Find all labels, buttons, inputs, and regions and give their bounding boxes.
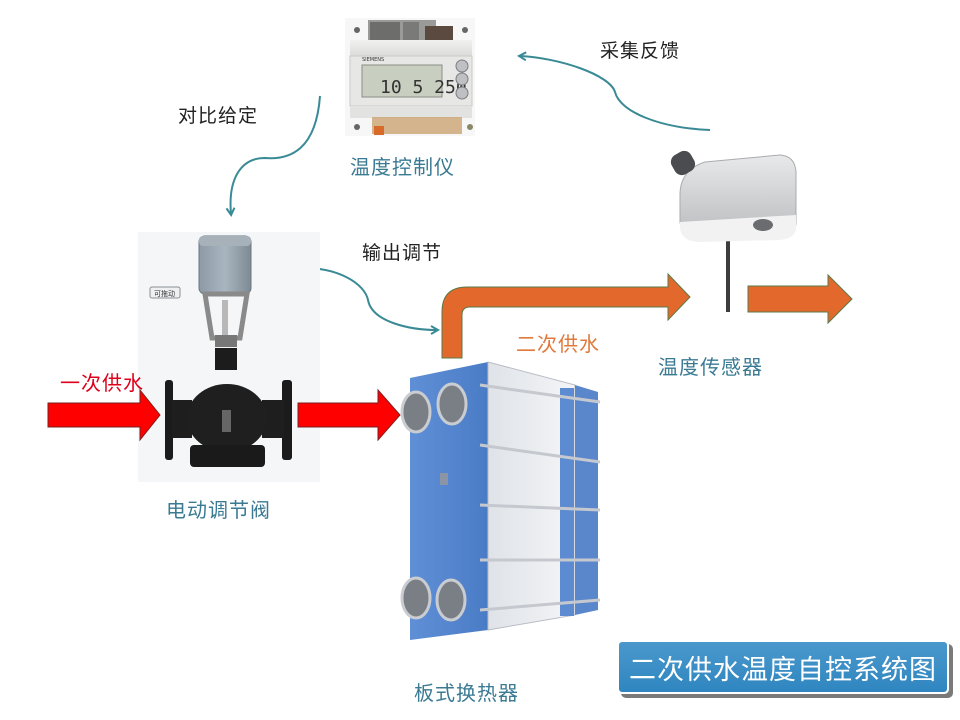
output-adjust-signal-line <box>289 266 437 330</box>
primary-supply-label: 一次供水 <box>60 371 144 395</box>
output-adjust-label: 输出调节 <box>362 242 443 264</box>
valve-tag: 可拖动 <box>154 289 175 298</box>
temperature-sensor-image <box>670 150 797 312</box>
secondary-supply-label: 二次供水 <box>516 332 600 356</box>
sensor-label: 温度传感器 <box>658 355 763 379</box>
controller-display-reading: 10 5 250 <box>380 77 467 98</box>
compare-setpoint-signal-line <box>231 95 321 214</box>
collect-feedback-signal-line <box>520 56 711 131</box>
electric-control-valve-image: 可拖动 <box>149 235 292 467</box>
compare-setpoint-label: 对比给定 <box>178 105 259 127</box>
heat-exchanger-label: 板式换热器 <box>414 681 519 705</box>
secondary-supply-outlet-arrow <box>747 273 853 325</box>
temperature-controller-image: SIEMENS 10 5 250 <box>345 18 475 136</box>
diagram-title: 二次供水温度自控系统图 <box>617 640 949 694</box>
primary-supply-inlet-arrow <box>47 388 161 442</box>
primary-supply-outlet-arrow <box>297 388 401 442</box>
svg-text:SIEMENS: SIEMENS <box>362 57 384 63</box>
controller-label: 温度控制仪 <box>350 155 455 179</box>
valve-label: 电动调节阀 <box>166 498 271 522</box>
secondary-supply-riser-arrow <box>441 272 691 359</box>
collect-feedback-label: 采集反馈 <box>600 40 681 62</box>
plate-heat-exchanger-image <box>400 361 601 640</box>
